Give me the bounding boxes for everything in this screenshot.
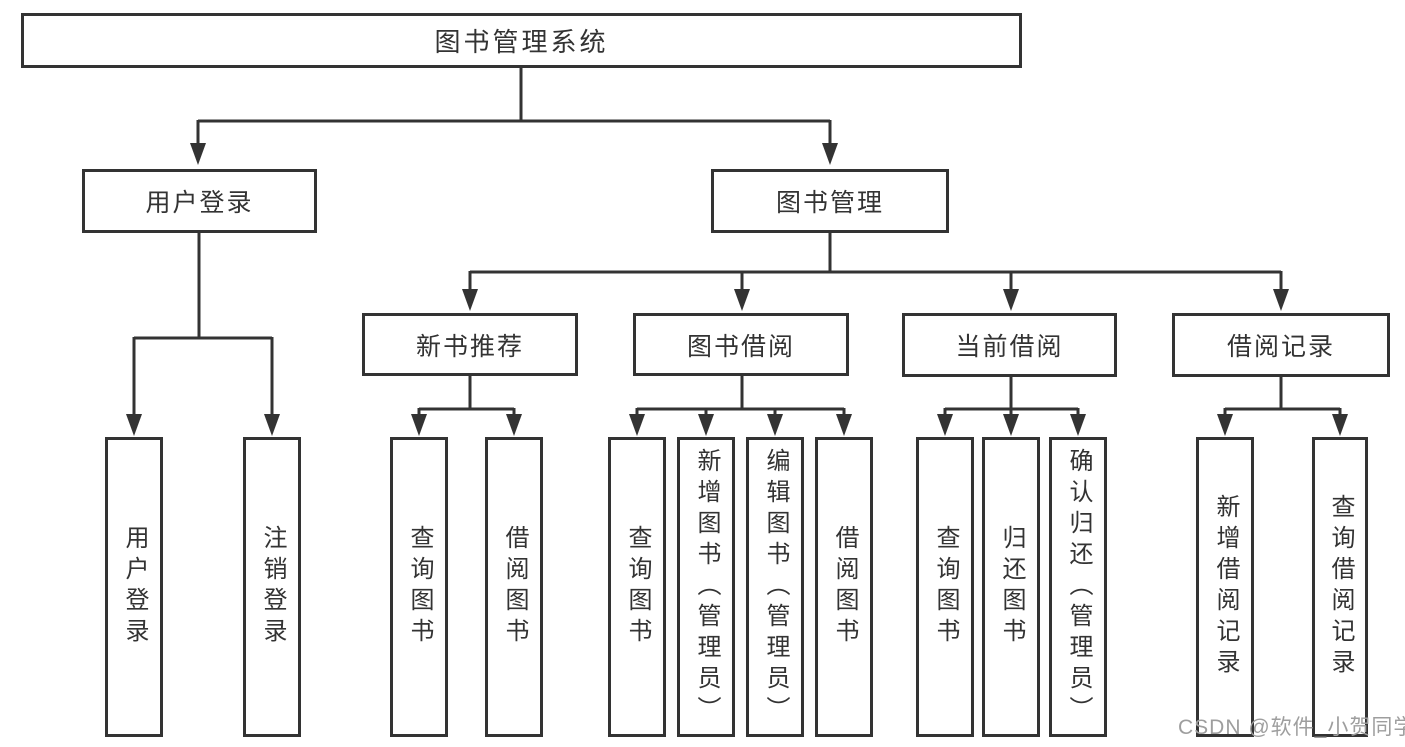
arrowhead-icons: [126, 143, 1348, 436]
node-user-login: 用户登录: [82, 169, 317, 233]
leaf-edit-books-admin: 编辑图书（管理员）: [746, 437, 804, 737]
leaf-borrow-books: 借阅图书: [815, 437, 873, 737]
leaf-add-borrow-record: 新增借阅记录: [1196, 437, 1254, 737]
node-library-management-system: 图书管理系统: [21, 13, 1022, 68]
leaf-query-books-borrow: 查询图书: [608, 437, 666, 737]
csdn-watermark: CSDN @软件_小贺同学: [1178, 716, 1405, 739]
leaf-user-login: 用户登录: [105, 437, 163, 737]
node-book-borrowing: 图书借阅: [633, 313, 849, 376]
leaf-add-books-admin: 新增图书（管理员）: [677, 437, 735, 737]
leaf-confirm-return-admin: 确认归还（管理员）: [1049, 437, 1107, 737]
node-borrowing-records: 借阅记录: [1172, 313, 1390, 377]
leaf-query-books-recommend: 查询图书: [390, 437, 448, 737]
leaf-borrow-books-recommend: 借阅图书: [485, 437, 543, 737]
leaf-query-borrow-record: 查询借阅记录: [1312, 437, 1368, 737]
node-current-borrowing: 当前借阅: [902, 313, 1117, 377]
leaf-query-books-current: 查询图书: [916, 437, 974, 737]
leaf-return-books: 归还图书: [982, 437, 1040, 737]
leaf-logout: 注销登录: [243, 437, 301, 737]
node-new-book-recommendation: 新书推荐: [362, 313, 578, 376]
node-book-management: 图书管理: [711, 169, 949, 233]
